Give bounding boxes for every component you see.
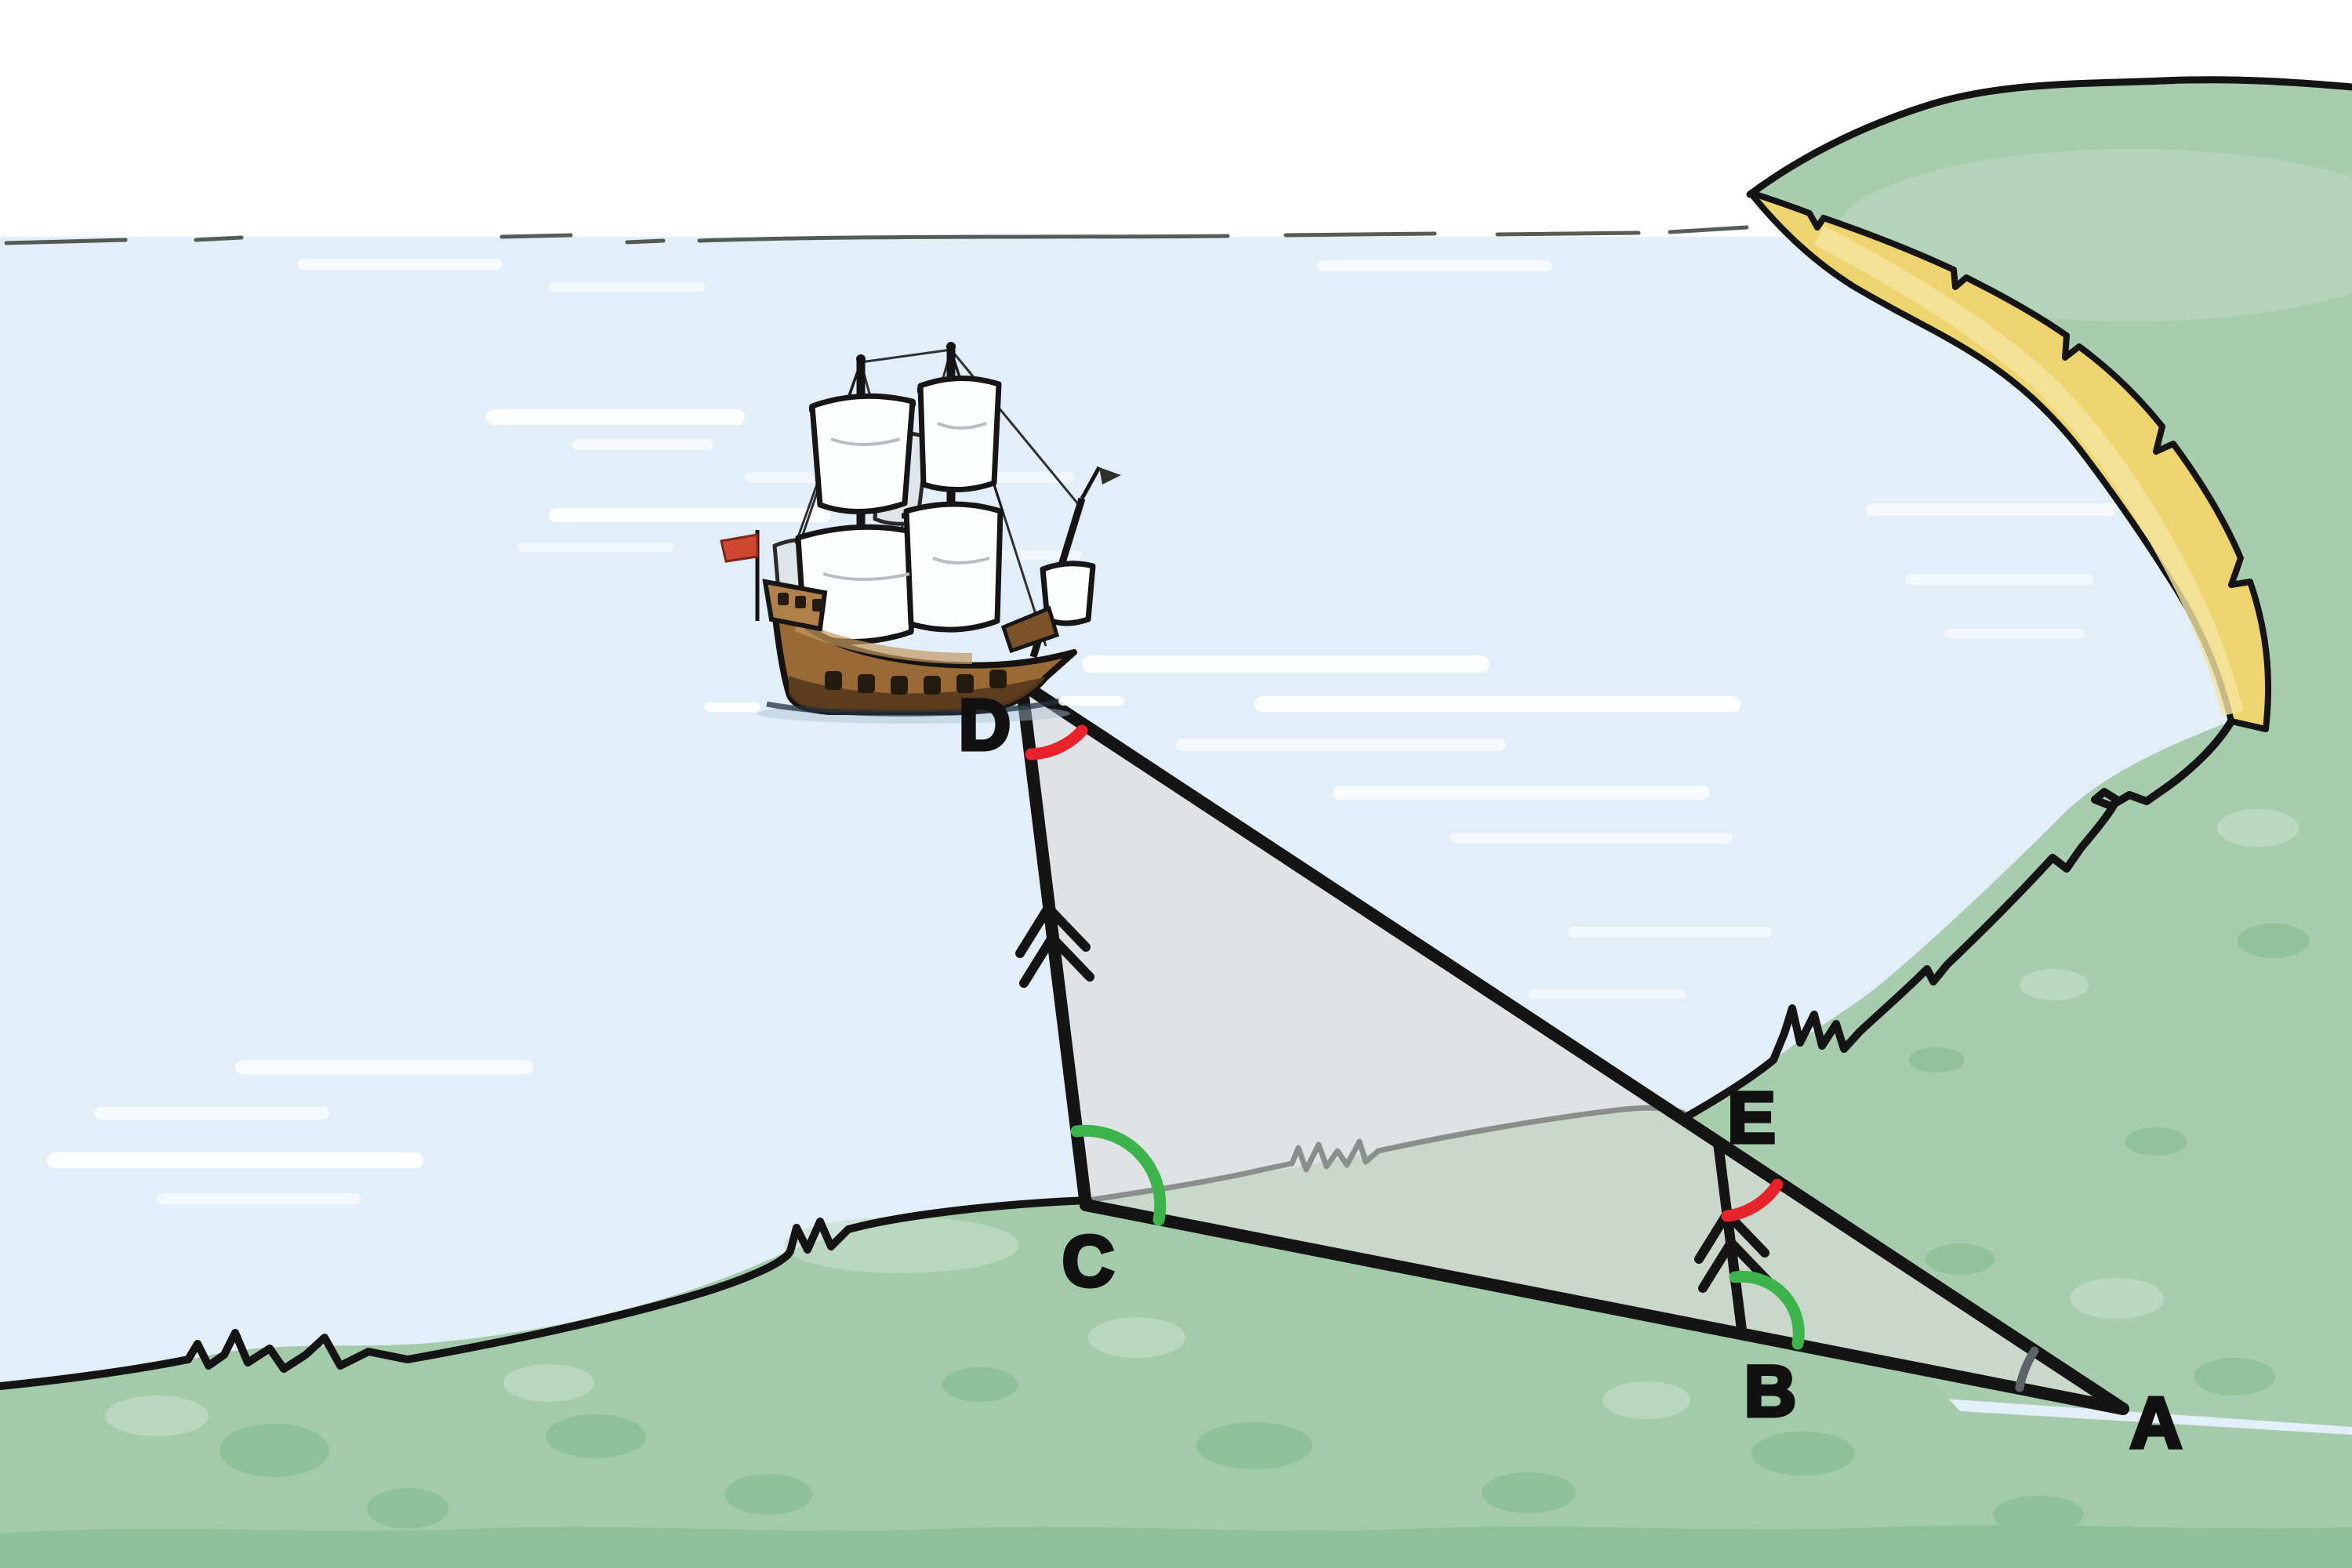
foreground-dark-band [0, 1525, 2352, 1568]
shoreline-gray [1085, 1105, 1692, 1203]
label-e: E [1727, 1078, 1775, 1158]
horizon-line [4, 225, 1749, 245]
sail-shading [822, 422, 990, 581]
angle-arc-d [1025, 724, 1088, 760]
segment-ca [1080, 1199, 2129, 1415]
segment-da [1015, 677, 2129, 1415]
water-streaks [47, 259, 2117, 1204]
chevron-eb-2 [1698, 1235, 1773, 1293]
parallel-marks-dc [1015, 900, 1094, 988]
point-labels: D C E B A [956, 684, 2183, 1465]
label-b: B [1744, 1352, 1796, 1432]
headland-outline [1683, 717, 2235, 1120]
fore-topsail [809, 393, 916, 515]
triangle-edges [1015, 677, 2129, 1415]
stern-flag [720, 533, 759, 563]
headland-crest [1746, 76, 2352, 198]
bow-pennant [1099, 467, 1121, 485]
label-a: A [2130, 1383, 2182, 1463]
hull-stripe [794, 620, 973, 664]
angle-arc-e [1721, 1178, 1784, 1222]
beach-sand-highlight [1813, 225, 2244, 717]
gunports [825, 670, 1007, 695]
main-mainsail [903, 501, 1004, 633]
shore-outline-left [0, 1196, 1092, 1390]
angle-arc-c [1070, 1124, 1167, 1226]
label-d: D [959, 685, 1011, 765]
headland [1687, 79, 2352, 1428]
main-topsail [917, 375, 1002, 492]
stern-windows [778, 593, 823, 612]
grass-speckles-dark [220, 924, 2310, 1534]
hull-lower-band [789, 676, 1046, 712]
angle-arc-a [2015, 1346, 2039, 1392]
angle-marks [1025, 724, 2039, 1392]
waterline [766, 698, 1061, 717]
label-c: C [1062, 1221, 1114, 1301]
ship [704, 342, 1124, 724]
chevron-dc-1 [1015, 900, 1091, 958]
bow-sail [1040, 561, 1096, 626]
beach-sand [1750, 191, 2272, 732]
forecastle [1000, 605, 1060, 654]
angle-arc-b [1729, 1270, 1805, 1350]
chevron-dc-2 [1019, 930, 1094, 988]
